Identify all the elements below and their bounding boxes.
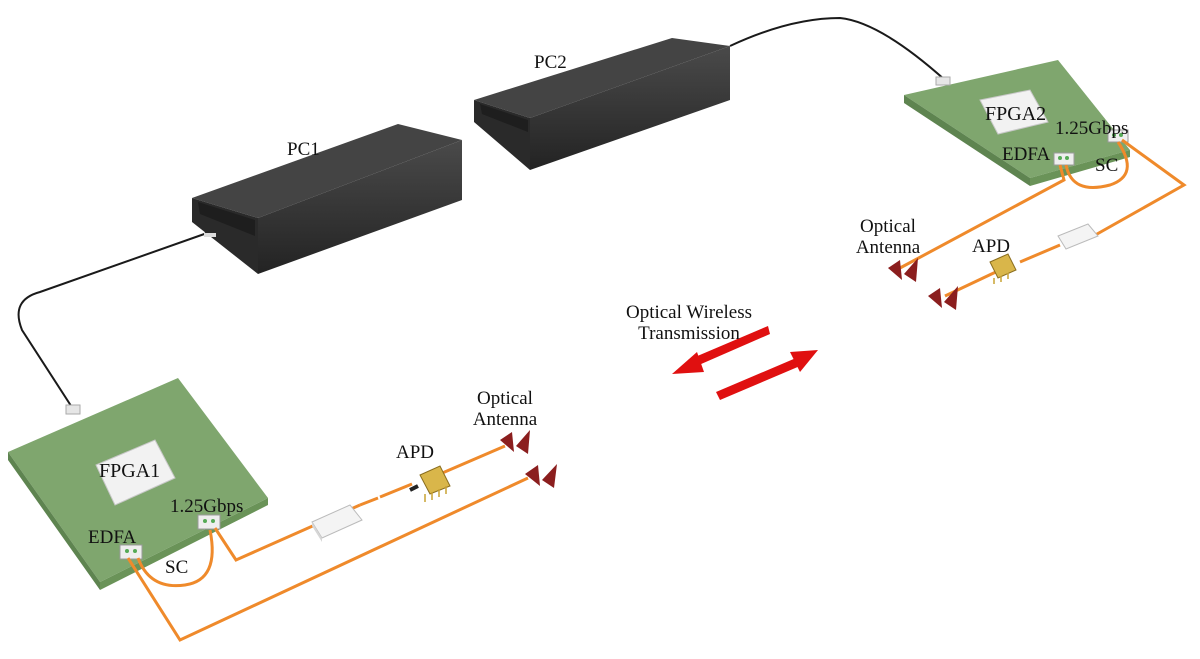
antenna1a-optical-antenna-icon	[500, 430, 530, 454]
sc2-label: SC	[1095, 155, 1119, 176]
antenna1b-optical-antenna-icon	[525, 464, 557, 488]
apd2-label: APD	[972, 236, 1011, 257]
fiber-coupler-icon	[311, 504, 363, 542]
fpga2-board-icon	[904, 60, 1130, 186]
wireless-link-bidirectional-arrow-icon	[672, 326, 818, 400]
antenna2b-optical-antenna-icon	[928, 286, 958, 310]
antenna2-label-line2: Antenna	[855, 237, 921, 258]
pc2-laptop-icon	[474, 38, 730, 170]
fiber-coupler-icon-right	[1057, 223, 1099, 250]
fiber-lines-right	[899, 138, 1187, 298]
antenna1-label-line1: Optical	[477, 388, 533, 409]
antenna1-label-line2: Antenna	[472, 409, 538, 430]
cable-pc2-fpga2	[729, 16, 946, 81]
apd2-photodiode-icon	[989, 253, 1017, 284]
rate2-label: 1.25Gbps	[1055, 118, 1129, 139]
rate1-label: 1.25Gbps	[170, 496, 244, 517]
pc2-label: PC2	[534, 52, 567, 73]
fpga1-board-icon	[8, 378, 268, 590]
apd1-photodiode-icon	[409, 465, 451, 502]
fpga1-label: FPGA1	[99, 460, 161, 482]
antenna2-label: Optical Antenna	[848, 216, 928, 258]
edfa1-label: EDFA	[88, 527, 137, 548]
pc1-label: PC1	[287, 139, 320, 160]
wireless-label-line1: Optical Wireless	[625, 302, 753, 323]
apd1-label: APD	[396, 442, 435, 463]
sc1-label: SC	[165, 557, 189, 578]
cable-pc1-fpga1	[17, 231, 211, 413]
antenna2-label-line1: Optical	[860, 216, 916, 237]
edfa2-label: EDFA	[1002, 144, 1051, 165]
wireless-label: Optical Wireless Transmission	[612, 302, 766, 344]
fpga2-label: FPGA2	[985, 103, 1047, 125]
pc1-laptop-icon	[192, 124, 462, 274]
antenna2a-optical-antenna-icon	[888, 258, 918, 282]
wireless-label-line2: Transmission	[638, 323, 740, 344]
antenna1-label: Optical Antenna	[465, 388, 545, 430]
